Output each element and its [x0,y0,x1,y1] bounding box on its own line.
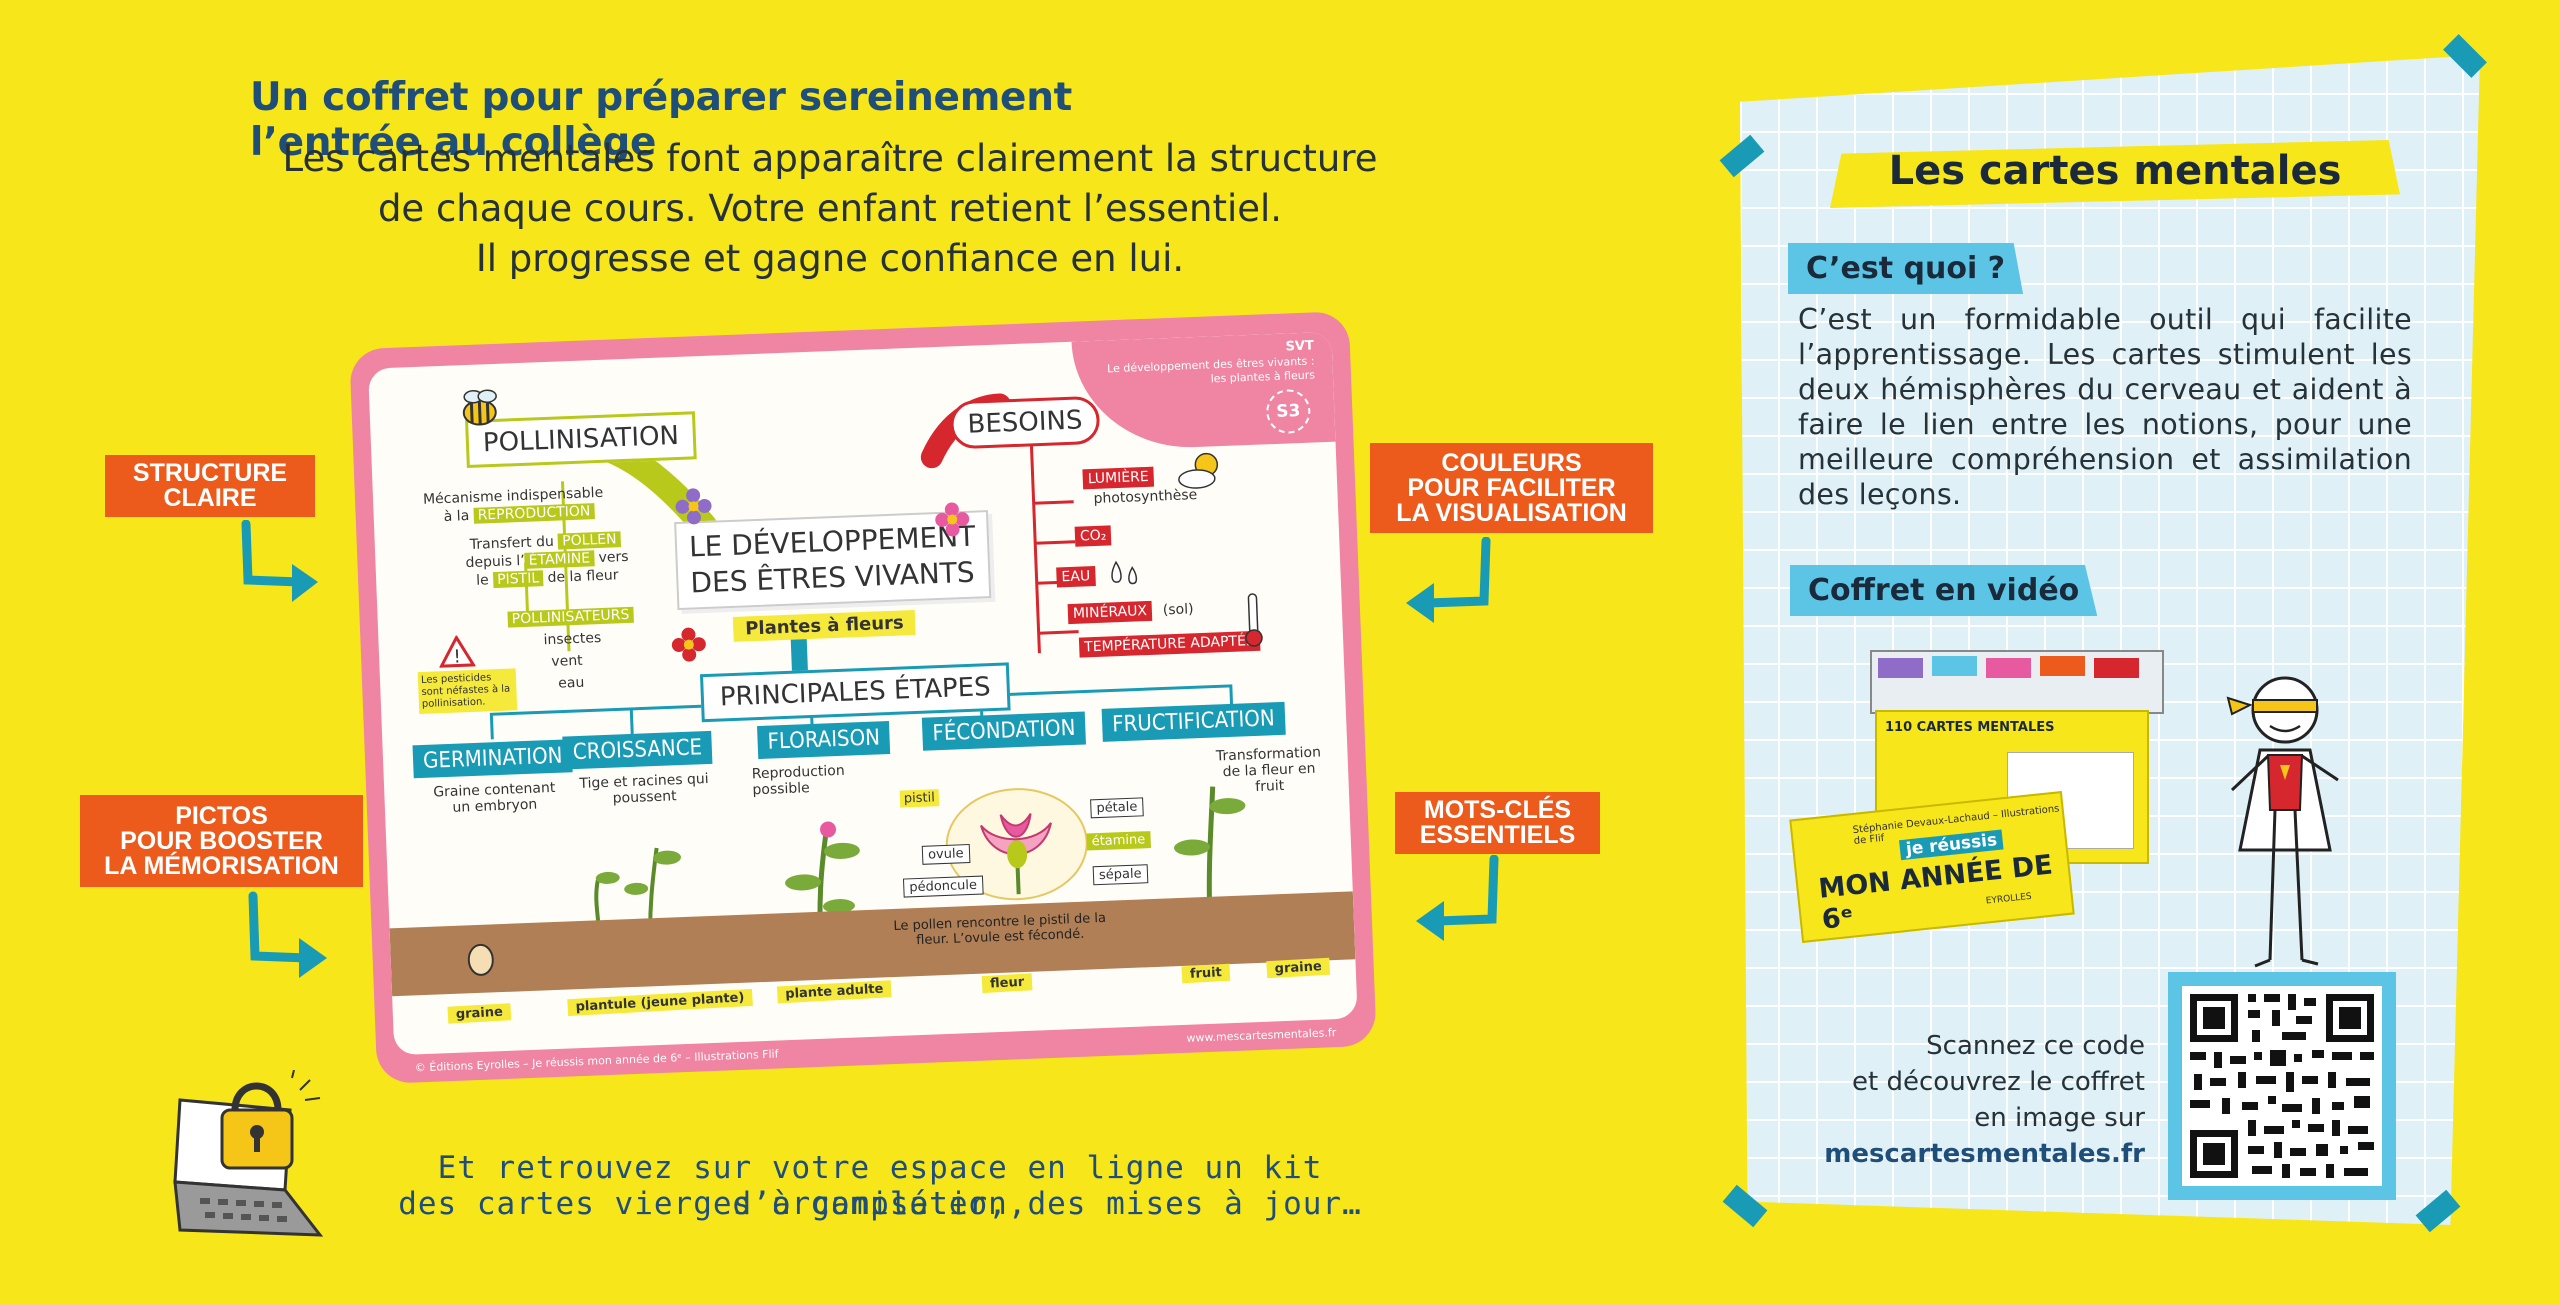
tag-text: MOTS-CLÉS [1423,796,1572,824]
svg-text:!: ! [453,646,461,667]
poll-note-text: à la [443,507,470,525]
card-site: www.mescartesmentales.fr [1186,1026,1337,1045]
ground-label: fruit [1181,963,1231,984]
tag-text: PICTOS [175,801,268,830]
branch-besoins: BESOINS [949,395,1101,450]
poll-item: vent [551,652,583,670]
qr-pattern [2190,994,2374,1178]
online-kit-line-1: Et retrouvez sur votre espace en ligne u… [437,1150,1323,1222]
seed-icon [467,943,494,976]
tag-text: CLAIRE [163,484,257,512]
superhero-icon [2226,676,2339,968]
besoin-note: (sol) [1162,601,1194,619]
box-lid: Stéphanie Devaux-Lachaud – Illustrations… [1789,791,2075,943]
tag-pictos: PICTOS POUR BOOSTER LA MÉMORISATION [80,795,363,887]
stage-desc: Reproduction possible [751,762,845,799]
stage-germination: GERMINATION [412,739,574,779]
card-divider [1878,658,1923,678]
stage-croissance: CROISSANCE [562,730,713,770]
box-title: MON ANNÉE DE 6ᵉ [1817,849,2055,936]
stage-desc: Graine contenant un embryon [432,779,556,816]
stage-fructification: FRUCTIFICATION [1101,701,1286,742]
besoin-co2: CO₂ [1074,525,1112,547]
bee-icon [462,389,497,426]
card-divider [1986,658,2031,678]
tag-couleurs: COULEURS POUR FACILITER LA VISUALISATION [1370,443,1653,533]
box-cards [1870,650,2164,714]
besoin-eau: EAU [1056,566,1096,588]
laptop-lock-icon [173,1070,324,1237]
scan-line: et découvrez le coffret [1852,1067,2145,1097]
poll-item: insectes [543,630,602,649]
tag-text: STRUCTURE [132,459,288,487]
coffret-box: 110 CARTES MENTALES Stéphanie Devaux-Lac… [1789,650,2165,950]
stage-fecondation: FÉCONDATION [921,711,1087,751]
poll-item: eau [557,674,585,692]
scan-url[interactable]: mescartesmentales.fr [1824,1139,2145,1169]
part-sepale: sépale [1092,864,1148,886]
mindmap-card: SVT Le développement des êtres vivants :… [349,311,1377,1084]
poll-note-text: vers [598,548,629,567]
arrow-right-icon [248,891,327,978]
panel-title: Les cartes mentales [1888,148,2342,194]
qr-code-icon[interactable] [2182,986,2382,1186]
ground-label: fleur [981,973,1033,994]
tag-text: ESSENTIELS [1419,821,1576,849]
arrow-left-icon [1406,537,1491,623]
card-divider [2094,658,2139,678]
tag-text: POUR BOOSTER [120,826,323,855]
box-count: 110 CARTES MENTALES [1885,720,2055,735]
scan-text: Scannez ce code et découvrez le coffret … [1800,1028,2145,1172]
water-drops-icon [1111,560,1138,585]
flower-icon [671,627,706,662]
stage-floraison: FLORAISON [757,721,891,760]
intro-line-2: de chaque cours. Votre enfant retient l’… [377,187,1283,230]
arrow-left-icon [1416,855,1499,941]
arrow-right-icon [241,520,318,602]
warning-icon: ! [438,634,476,668]
keyword-pistil: PISTIL [492,570,544,589]
scan-line: en image sur [1974,1103,2145,1133]
flower-diagram-icon [945,788,1088,901]
tag-text: POUR FACILITER [1407,473,1616,502]
card-divider [2040,656,2085,676]
tag-text: LA MÉMORISATION [104,851,339,880]
tab-coffret-video: Coffret en vidéo [1790,565,2098,616]
panel-body: C’est un formidable outil qui facilite l… [1798,303,2412,511]
scan-line: Scannez ce code [1926,1031,2145,1061]
besoin-lumiere: LUMIÈRE [1082,466,1155,490]
flower-icon [935,502,970,537]
tag-text: COULEURS [1441,448,1582,477]
headline-title: Un coffret pour préparer sereinement l’e… [250,75,1073,165]
stage-desc: Tige et racines qui poussent [579,770,709,807]
online-kit-line-2: des cartes vierges à compléter, des mise… [398,1186,1362,1222]
poll-note-text: Transfert du [469,533,555,553]
tag-mots-cles: MOTS-CLÉS ESSENTIELS [1395,792,1600,854]
keyword-etamine: ÉTAMINE [524,550,595,569]
part-etamine: étamine [1086,831,1151,851]
keyword-pollen: POLLEN [557,531,621,550]
flower-icon [675,488,712,525]
mindmap-sheet: SVT Le développement des êtres vivants :… [368,331,1358,1056]
tag-structure-claire: STRUCTURE CLAIRE [105,455,315,517]
poll-note-text: de la fleur [547,567,619,587]
poll-note-text: depuis l’ [465,552,526,572]
thermometer-icon [1245,593,1263,647]
besoin-mineraux: MINÉRAUX [1067,600,1153,625]
ground-label: graine [1266,957,1331,979]
qr-frame [2168,972,2396,1200]
part-petale: pétale [1090,797,1144,819]
intro-line-1: Les cartes mentales font apparaître clai… [282,137,1378,180]
warning-note: Les pesticides sont néfastes à la pollin… [417,668,518,715]
tab-cest-quoi: C’est quoi ? [1788,243,2024,294]
poll-note-text: le [475,572,490,589]
tag-text: LA VISUALISATION [1396,498,1627,527]
intro-line-3: Il progresse et gagne confiance en lui. [475,237,1185,280]
plants-illustration [594,821,860,951]
ground-label: graine [447,1003,512,1024]
part-pistil: pistil [899,789,940,808]
card-divider [1932,656,1977,676]
sun-cloud-icon [1178,452,1219,489]
